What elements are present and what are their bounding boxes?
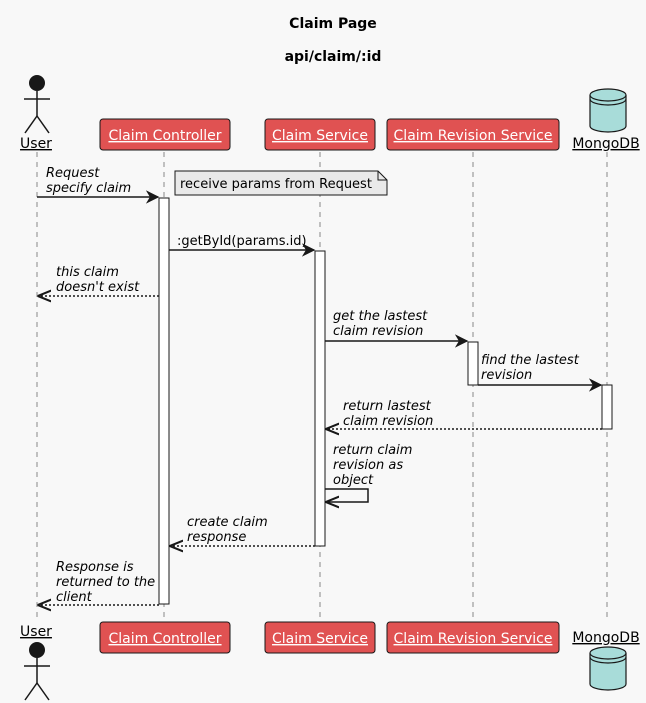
message-5-label-line-2: revision <box>481 368 532 383</box>
diagram-title: Claim Page <box>289 16 377 32</box>
activation-service <box>314 250 326 547</box>
participant-db-label-bottom: MongoDB <box>572 630 639 646</box>
message-4-label-line-2: claim revision <box>333 324 423 339</box>
message-6-label-line-2: claim revision <box>343 414 433 429</box>
message-8-label-line-1: create claim <box>187 515 268 530</box>
message-9-label-line-3: client <box>56 590 93 605</box>
message-7-arrow <box>325 488 369 502</box>
activation-revision <box>467 341 479 386</box>
participant-revision-label-top: Claim Revision Service <box>394 128 553 144</box>
message-3-label-line-2: doesn't exist <box>56 280 140 295</box>
database-icon-top <box>589 88 627 133</box>
participant-controller-label-top: Claim Controller <box>108 128 221 144</box>
participant-revision-bottom <box>386 621 560 654</box>
message-1-label-line-2: specify claim <box>46 181 131 196</box>
participant-revision-label-bottom: Claim Revision Service <box>394 631 553 647</box>
message-7-label-line-1: return claim <box>333 443 412 458</box>
actor-user-bottom <box>24 642 50 701</box>
message-3-label-line-1: this claim <box>56 265 119 280</box>
message-9-label-line-1: Response is <box>56 560 134 575</box>
diagram-subtitle: api/claim/:id <box>285 49 382 65</box>
participant-service-top <box>264 118 376 151</box>
message-5-label-line-1: find the lastest <box>481 353 580 368</box>
message-6-label-line-1: return lastest <box>343 399 432 414</box>
message-9-label-line-2: returned to the <box>56 575 155 590</box>
actor-user-top <box>24 75 50 134</box>
activation-controller <box>158 197 170 605</box>
participant-controller-top <box>99 118 231 151</box>
participant-revision-top <box>386 118 560 151</box>
message-7-label-line-2: revision as <box>333 458 403 473</box>
note-box <box>174 170 388 196</box>
participant-service-bottom <box>264 621 376 654</box>
note-text: receive params from Request <box>180 177 372 192</box>
message-7-label-line-3: object <box>333 473 374 488</box>
activation-db <box>601 384 613 430</box>
participant-service-label-top: Claim Service <box>272 128 368 144</box>
message-8-label-line-2: response <box>187 530 246 545</box>
participant-user-label-bottom: User <box>20 624 52 640</box>
participant-controller-label-bottom: Claim Controller <box>108 631 221 647</box>
participant-service-label-bottom: Claim Service <box>272 631 368 647</box>
message-2-label: :getById(params.id) <box>177 234 307 249</box>
note-fold <box>377 171 387 181</box>
message-1-label-line-1: Request <box>46 166 100 181</box>
participant-controller-bottom <box>99 621 231 654</box>
database-icon-bottom <box>589 646 627 691</box>
participant-user-label-top: User <box>20 136 52 152</box>
message-4-label-line-1: get the lastest <box>333 309 428 324</box>
participant-db-label-top: MongoDB <box>572 136 639 152</box>
